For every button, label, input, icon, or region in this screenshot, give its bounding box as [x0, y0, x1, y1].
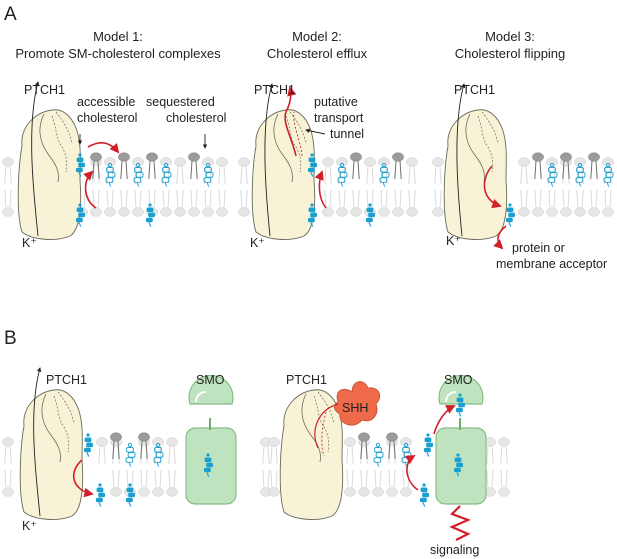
model1-sequestered-label-1: sequestered: [146, 95, 215, 109]
panel-b-right-smo-arrow: [433, 405, 456, 435]
panel-b-right-ptch1-shape: [279, 389, 344, 520]
model2-diagram: PTCH1 putative transport tunnel K⁺: [237, 83, 419, 250]
model1-diagram: PTCH1 accessible cholesterol sequestered…: [1, 81, 229, 250]
model2-tunnel-label-2: transport: [314, 111, 364, 125]
model1-sequestered-label-2: cholesterol: [166, 111, 226, 125]
model3-flipped-cholesterol: [505, 202, 516, 228]
panel-b-left-cholesterol: [83, 432, 94, 458]
model1-accessible-label-2: cholesterol: [77, 111, 137, 125]
panel-b-left-ptch1-label: PTCH1: [46, 373, 87, 387]
model3-acceptor-label-2: membrane acceptor: [496, 257, 607, 271]
model1-ion-label: K⁺: [22, 236, 37, 250]
model2-tunnel-label-1: putative: [314, 95, 358, 109]
model3-ion-label: K⁺: [446, 234, 461, 248]
panel-b-left-smo-label: SMO: [196, 373, 225, 387]
model3-ptch1-shape: [443, 109, 508, 240]
model2-flip-arrow: [314, 170, 327, 209]
panel-b-left-ptch1-shape: [19, 389, 84, 520]
panel-b-right-inner-cholesterol: [419, 482, 430, 508]
model3-acceptor-label-1: protein or: [512, 241, 565, 255]
panel-b-right-signal-zigzag: [449, 505, 471, 541]
panel-b-letter: B: [4, 328, 17, 349]
model3-diagram: PTCH1 K⁺ protein or membrane acceptor: [431, 83, 615, 271]
panel-b-left-ion-path: [33, 367, 42, 517]
model1-title-line2: Promote SM-cholesterol complexes: [15, 46, 221, 61]
model2-ptch1-shape: [251, 109, 316, 240]
panel-b-left-arrow: [72, 459, 94, 498]
model1-accessible-label-1: accessible: [77, 95, 135, 109]
model1-ion-path: [31, 81, 40, 237]
model1-transfer-arrow: [87, 142, 120, 154]
model2-title-line1: Model 2:: [292, 29, 342, 44]
model3-ion-path: [456, 83, 466, 237]
model1-flip-arrow: [83, 170, 97, 209]
panel-b-right-signaling-label: signaling: [430, 543, 479, 557]
model2-title-line2: Cholesterol efflux: [267, 46, 368, 61]
model2-tunnel-pointer: [305, 128, 326, 135]
model3-acceptor-arrow: [493, 225, 507, 250]
model2-ion-path: [264, 83, 274, 237]
model2-tunnel-dash: [293, 111, 303, 157]
model2-tunnel-arrow: [284, 86, 297, 157]
panel-b-right-smo: [435, 374, 487, 505]
panel-b-right-shh-label: SHH: [342, 401, 368, 415]
panel-b-right-ptch1-label: PTCH1: [286, 373, 327, 387]
panel-b-right-shh: [321, 381, 381, 457]
panel-b-right-smo-label: SMO: [444, 373, 473, 387]
panel-b-right-shh-arrow: [314, 403, 339, 449]
model3-ptch1-label: PTCH1: [454, 83, 495, 97]
model1-ptch1-label: PTCH1: [24, 83, 65, 97]
panel-b-right-cholesterol: [423, 432, 434, 458]
panel-a-letter: A: [4, 4, 17, 25]
model3-title-line2: Cholesterol flipping: [455, 46, 566, 61]
model2-ion-label: K⁺: [250, 236, 265, 250]
model1-title-line1: Model 1:: [93, 29, 143, 44]
model3-flip-arrow: [483, 165, 502, 209]
panel-b-right-diagram: PTCH1 SHH SMO signaling: [267, 373, 511, 557]
panel-b-left-ion-label: K⁺: [22, 519, 37, 533]
model2-tunnel-label-3: tunnel: [330, 127, 364, 141]
model2-ptch1-label: PTCH1: [254, 83, 295, 97]
model3-title-line1: Model 3:: [485, 29, 535, 44]
panel-b-left-inner-cholesterol: [95, 482, 106, 508]
model1-ptch1-shape: [17, 109, 82, 240]
panel-b-right-flip-arrow: [404, 455, 419, 491]
panel-b-left-diagram: PTCH1 SMO K⁺: [1, 367, 273, 533]
panel-b-left-smo: [185, 374, 237, 505]
